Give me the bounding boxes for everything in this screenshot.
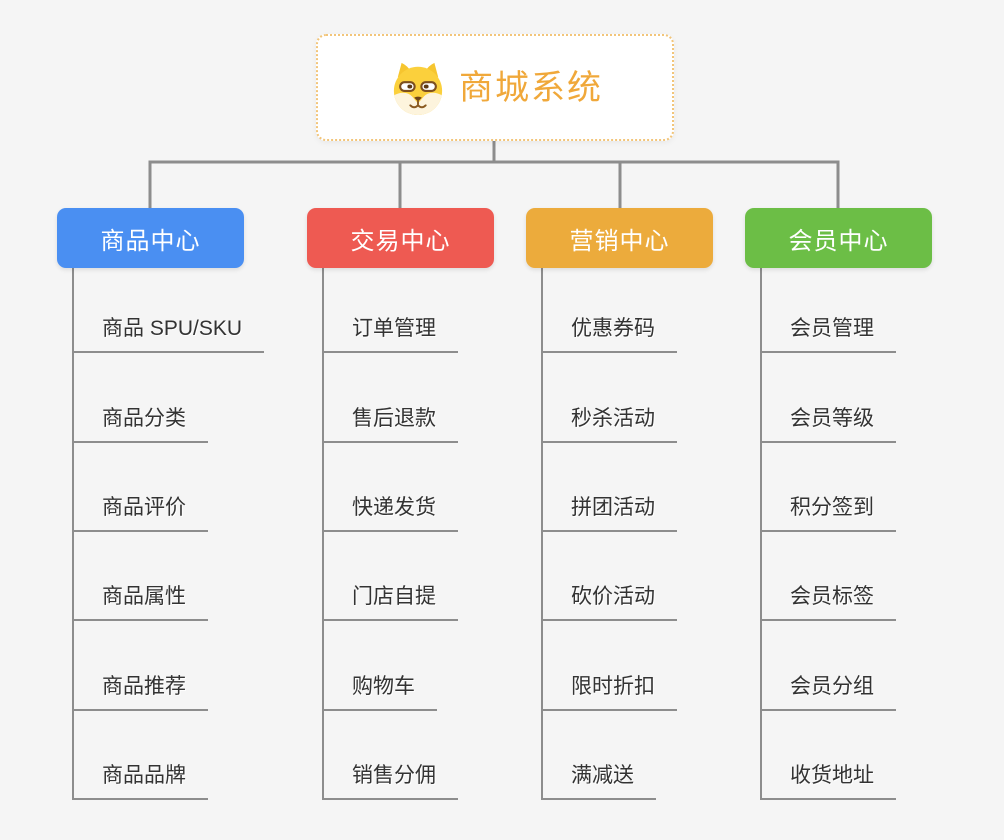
branch-node-marketing[interactable]: 营销中心 (526, 208, 713, 268)
shiba-dog-icon (393, 62, 443, 115)
leaf-node[interactable]: 会员管理 (760, 315, 896, 353)
branch-node-product[interactable]: 商品中心 (57, 208, 244, 268)
leaf-node[interactable]: 秒杀活动 (541, 405, 677, 443)
leaf-node[interactable]: 会员标签 (760, 583, 896, 621)
leaf-node[interactable]: 拼团活动 (541, 494, 677, 532)
leaf-node[interactable]: 会员等级 (760, 405, 896, 443)
leaf-node[interactable]: 会员分组 (760, 673, 896, 711)
leaf-node[interactable]: 售后退款 (322, 405, 458, 443)
leaf-node[interactable]: 满减送 (541, 762, 656, 800)
branch-node-label: 交易中心 (350, 227, 451, 255)
branch-node-trade[interactable]: 交易中心 (307, 208, 494, 268)
leaf-node[interactable]: 收货地址 (760, 762, 896, 800)
leaf-node[interactable]: 积分签到 (760, 494, 896, 532)
branch-node-label: 会员中心 (788, 227, 889, 255)
leaf-node[interactable]: 订单管理 (322, 315, 458, 353)
leaf-node[interactable]: 商品 SPU/SKU (72, 315, 265, 353)
leaf-node[interactable]: 销售分佣 (322, 762, 458, 800)
branch-node-label: 商品中心 (100, 227, 201, 255)
leaf-node[interactable]: 商品属性 (72, 583, 208, 621)
leaf-node[interactable]: 门店自提 (322, 583, 458, 621)
leaf-node[interactable]: 砍价活动 (541, 583, 677, 621)
leaf-node[interactable]: 商品分类 (72, 405, 208, 443)
leaf-node[interactable]: 购物车 (322, 673, 437, 711)
leaf-node[interactable]: 商品品牌 (72, 762, 208, 800)
leaf-node[interactable]: 快递发货 (322, 494, 458, 532)
leaf-node[interactable]: 商品评价 (72, 494, 208, 532)
branch-node-member[interactable]: 会员中心 (745, 208, 932, 268)
leaf-node[interactable]: 商品推荐 (72, 673, 208, 711)
root-node[interactable]: 商城系统 (316, 34, 674, 141)
leaf-node[interactable]: 限时折扣 (541, 673, 677, 711)
root-node-label: 商城系统 (459, 68, 603, 107)
leaf-node[interactable]: 优惠券码 (541, 315, 677, 353)
branch-node-label: 营销中心 (569, 227, 670, 255)
